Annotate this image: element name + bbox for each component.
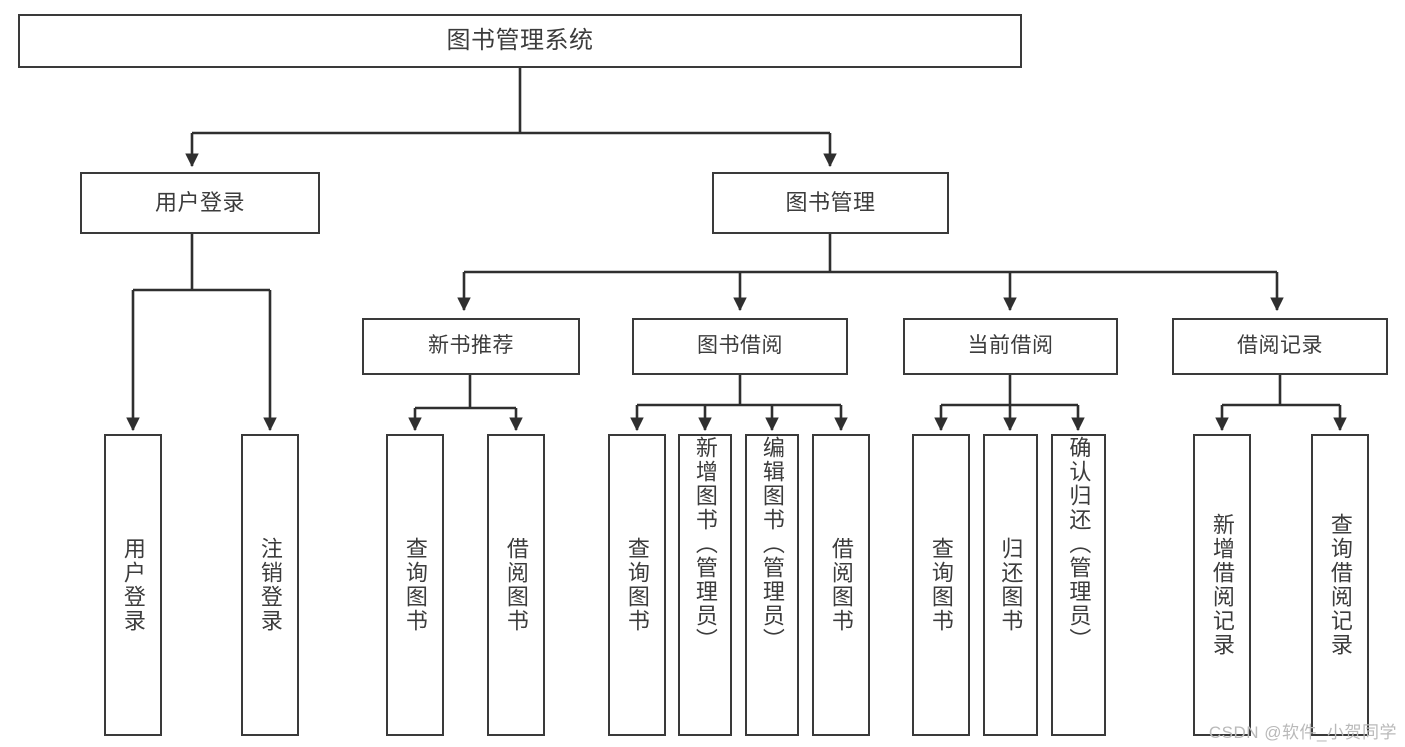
node-label: 归还图书 bbox=[998, 537, 1024, 633]
node-label: 注销登录 bbox=[257, 537, 283, 633]
node-book-manage[interactable]: 图书管理 bbox=[712, 172, 949, 234]
node-label: 用户登录 bbox=[154, 190, 245, 216]
watermark-text: CSDN @软件_小贺同学 bbox=[1208, 723, 1397, 742]
node-user-login[interactable]: 用户登录 bbox=[80, 172, 320, 234]
leaf-user-login-logout[interactable]: 注销登录 bbox=[241, 434, 299, 736]
node-label: 编辑图书（管理员） bbox=[759, 436, 785, 652]
node-label: 新书推荐 bbox=[428, 334, 514, 358]
leaf-current-borrow-confirm-admin[interactable]: 确认归还（管理员） bbox=[1051, 434, 1106, 736]
leaf-user-login-login[interactable]: 用户登录 bbox=[104, 434, 162, 736]
node-new-book-recommend[interactable]: 新书推荐 bbox=[362, 318, 580, 375]
leaf-current-borrow-query[interactable]: 查询图书 bbox=[912, 434, 970, 736]
leaf-borrow-record-add[interactable]: 新增借阅记录 bbox=[1193, 434, 1251, 736]
node-label: 确认归还（管理员） bbox=[1066, 436, 1092, 652]
node-book-borrow[interactable]: 图书借阅 bbox=[632, 318, 848, 375]
node-label: 借阅图书 bbox=[828, 537, 854, 633]
leaf-new-book-query[interactable]: 查询图书 bbox=[386, 434, 444, 736]
node-current-borrow[interactable]: 当前借阅 bbox=[903, 318, 1118, 375]
leaf-book-borrow-edit-admin[interactable]: 编辑图书（管理员） bbox=[745, 434, 799, 736]
node-label: 用户登录 bbox=[120, 537, 146, 633]
leaf-new-book-borrow[interactable]: 借阅图书 bbox=[487, 434, 545, 736]
node-label: 借阅记录 bbox=[1237, 334, 1323, 358]
leaf-borrow-record-query[interactable]: 查询借阅记录 bbox=[1311, 434, 1369, 736]
node-root-system[interactable]: 图书管理系统 bbox=[18, 14, 1022, 68]
node-label: 查询图书 bbox=[402, 537, 428, 633]
leaf-book-borrow-borrow[interactable]: 借阅图书 bbox=[812, 434, 870, 736]
node-label: 借阅图书 bbox=[503, 537, 529, 633]
node-label: 图书管理系统 bbox=[446, 26, 594, 54]
node-borrow-record[interactable]: 借阅记录 bbox=[1172, 318, 1388, 375]
node-label: 查询图书 bbox=[624, 537, 650, 633]
leaf-current-borrow-return[interactable]: 归还图书 bbox=[983, 434, 1038, 736]
node-label: 新增图书（管理员） bbox=[692, 436, 718, 652]
node-label: 查询借阅记录 bbox=[1327, 513, 1353, 657]
node-label: 图书借阅 bbox=[697, 334, 783, 358]
leaf-book-borrow-add-admin[interactable]: 新增图书（管理员） bbox=[678, 434, 732, 736]
leaf-book-borrow-query[interactable]: 查询图书 bbox=[608, 434, 666, 736]
node-label: 当前借阅 bbox=[967, 334, 1054, 358]
node-label: 查询图书 bbox=[928, 537, 954, 633]
node-label: 新增借阅记录 bbox=[1209, 513, 1235, 657]
node-label: 图书管理 bbox=[785, 190, 876, 216]
